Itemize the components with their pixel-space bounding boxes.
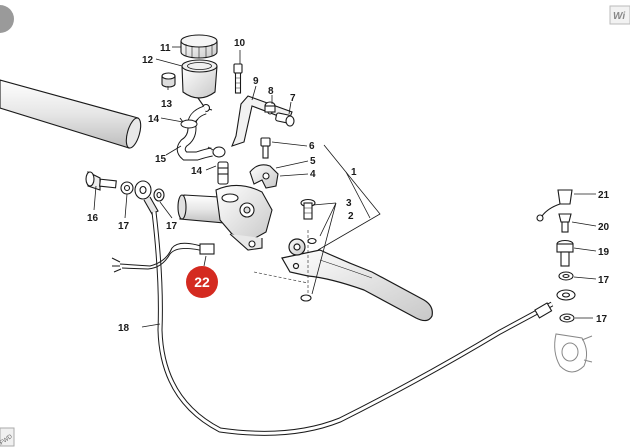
master-cylinder bbox=[177, 184, 273, 251]
clutch-hose bbox=[151, 211, 554, 436]
callout-1: 1 bbox=[351, 167, 357, 178]
callout-16: 16 bbox=[87, 213, 99, 224]
bracket-bolt bbox=[275, 112, 295, 127]
bleed-cap bbox=[536, 189, 573, 222]
highlight-label: 22 bbox=[194, 274, 210, 290]
hose-clamp-lower bbox=[207, 146, 226, 158]
callout-17-inner: 17 bbox=[166, 221, 178, 232]
handlebar-clamp bbox=[249, 164, 279, 189]
assembly-guide-lines bbox=[253, 230, 309, 294]
hose-clamp-upper bbox=[179, 117, 199, 129]
slave-banjo-bolt bbox=[556, 239, 574, 267]
mounting-screw-top bbox=[233, 63, 243, 94]
slave-washer-upper bbox=[558, 271, 574, 281]
banjo-hose-end bbox=[134, 180, 159, 215]
banjo-bolt bbox=[85, 171, 117, 191]
callout-labels: 11 12 13 14 15 14 10 9 8 7 6 5 4 1 3 2 1… bbox=[87, 38, 610, 334]
callout-18: 18 bbox=[118, 323, 130, 334]
slave-hose-end bbox=[556, 289, 576, 301]
slave-washer-lower bbox=[559, 313, 575, 323]
banjo-fitting bbox=[217, 161, 229, 185]
callout-12: 12 bbox=[142, 55, 154, 66]
callout-19: 19 bbox=[598, 247, 610, 258]
copper-washer-left bbox=[120, 181, 134, 195]
callout-14-lower: 14 bbox=[191, 166, 203, 177]
clamp-screw bbox=[260, 137, 271, 159]
callout-14-upper: 14 bbox=[148, 114, 160, 125]
callout-11: 11 bbox=[160, 43, 171, 54]
callout-5: 5 bbox=[310, 156, 316, 167]
highlight-circle bbox=[186, 266, 218, 298]
callout-17-left: 17 bbox=[118, 221, 130, 232]
handlebar-tube bbox=[0, 79, 142, 149]
callout-17-right-upper: 17 bbox=[598, 275, 610, 286]
highlight-badge-22: 22 bbox=[186, 255, 218, 298]
callout-7: 7 bbox=[290, 93, 296, 104]
watermark-top-logo: Wi bbox=[609, 5, 630, 25]
callout-21: 21 bbox=[598, 190, 610, 201]
reservoir-hose bbox=[176, 105, 213, 161]
grommet bbox=[161, 72, 176, 88]
callout-9: 9 bbox=[253, 76, 259, 87]
callout-17-right-lower: 17 bbox=[596, 314, 608, 325]
corner-disc-shape bbox=[0, 5, 14, 33]
switch-wire bbox=[111, 242, 215, 273]
watermark-top-text: Wi bbox=[613, 11, 625, 22]
pivot-bolt bbox=[300, 198, 317, 302]
callout-15: 15 bbox=[155, 154, 167, 165]
clutch-lever bbox=[281, 238, 433, 322]
callout-20: 20 bbox=[598, 222, 610, 233]
copper-washer-inner bbox=[153, 188, 165, 202]
watermark-bottom-logo: FWD bbox=[0, 427, 15, 447]
fluid-reservoir bbox=[181, 59, 218, 113]
callout-10: 10 bbox=[234, 38, 246, 49]
callout-6: 6 bbox=[309, 141, 315, 152]
leader-lines bbox=[93, 46, 597, 328]
callout-13: 13 bbox=[161, 99, 173, 110]
bracket-nut bbox=[264, 101, 276, 113]
callout-3: 3 bbox=[346, 198, 352, 209]
bleed-nipple bbox=[558, 213, 572, 233]
reservoir-cap bbox=[180, 34, 218, 59]
callout-4: 4 bbox=[310, 169, 316, 180]
slave-cylinder-outline bbox=[554, 333, 593, 373]
callout-2: 2 bbox=[348, 211, 354, 222]
callout-8: 8 bbox=[268, 86, 274, 97]
